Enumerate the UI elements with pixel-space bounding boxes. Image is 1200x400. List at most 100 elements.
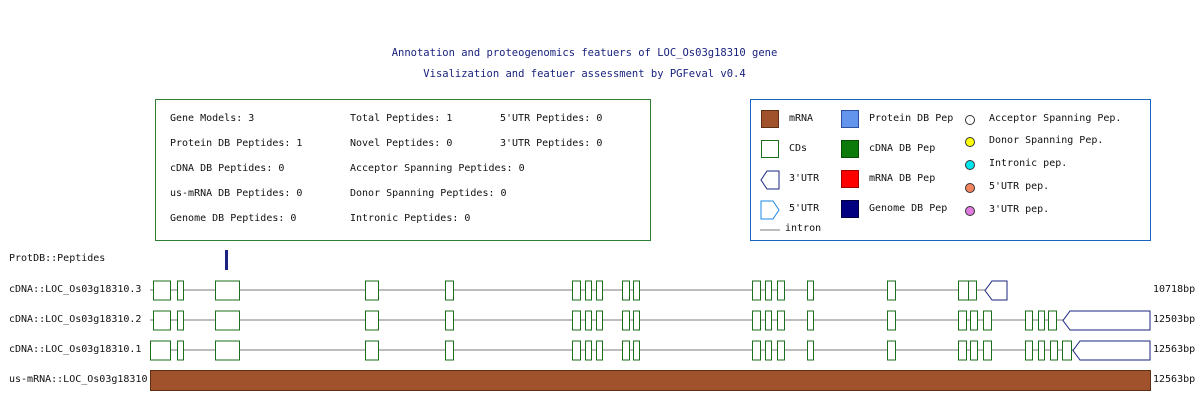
cds-exon-t3-1: [153, 280, 171, 301]
cds-exon-t1-22: [1062, 340, 1072, 361]
legend-utr3-label: 3'UTR: [789, 173, 820, 184]
track-length-transcript-3: 10718bp: [1153, 284, 1196, 295]
legend-intronic-dot: [965, 160, 975, 170]
legend-intronic-label: Intronic pep.: [989, 158, 1068, 169]
utr3-t3: [984, 280, 1008, 301]
stat-gene-models: Gene Models: 3: [170, 113, 255, 124]
stat-total-peptides: Total Peptides: 1: [350, 113, 453, 124]
cds-exon-t1-17: [970, 340, 978, 361]
cds-exon-t3-10: [633, 280, 640, 301]
cds-exon-t1-2: [177, 340, 184, 361]
legend-protein-db-label: Protein DB Pep: [869, 113, 954, 124]
cds-exon-t2-12: [765, 310, 772, 331]
stat-acceptor-spanning-peptides: Acceptor Spanning Peptides: 0: [350, 163, 525, 174]
cds-exon-t1-4: [365, 340, 379, 361]
track-length-transcript-1: 12563bp: [1153, 344, 1196, 355]
track-length-us-mrna: 12563bp: [1153, 374, 1196, 385]
track-label-transcript-2: cDNA::LOC_Os03g18310.2: [9, 314, 142, 325]
stat-protein-db-peptides: Protein DB Peptides: 1: [170, 138, 303, 149]
legend-intron-label: intron: [785, 223, 822, 234]
cds-exon-t1-21: [1050, 340, 1058, 361]
legend-utr3-swatch: [760, 170, 780, 190]
legend-utr3-pep-dot: [965, 206, 975, 216]
cds-exon-t2-18: [983, 310, 992, 331]
cds-exon-t3-2: [177, 280, 184, 301]
cds-exon-t1-5: [445, 340, 454, 361]
cds-exon-t3-13: [777, 280, 785, 301]
cds-exon-t3-15: [887, 280, 896, 301]
cds-exon-t2-21: [1048, 310, 1057, 331]
cds-exon-t2-13: [777, 310, 785, 331]
legend-intron-line: [760, 229, 780, 231]
legend-utr5-label: 5'UTR: [789, 203, 820, 214]
cds-exon-t2-9: [622, 310, 630, 331]
cds-exon-t3-11: [752, 280, 761, 301]
legend-mrna-label: mRNA: [789, 113, 814, 124]
track-label-transcript-3: cDNA::LOC_Os03g18310.3: [9, 284, 142, 295]
cds-exon-t2-8: [596, 310, 603, 331]
cds-exon-t1-18: [983, 340, 992, 361]
cds-exon-t3-4: [365, 280, 379, 301]
cds-exon-t3-5: [445, 280, 454, 301]
legend-panel: mRNA CDs 3'UTR 5'UTR intron Protein DB P…: [750, 99, 1151, 241]
stat-utr5-peptides: 5'UTR Peptides: 0: [500, 113, 603, 124]
legend-acceptor-label: Acceptor Spanning Pep.: [989, 113, 1122, 124]
legend-genome-db-swatch: [841, 200, 859, 218]
legend-donor-label: Donor Spanning Pep.: [989, 135, 1104, 146]
cds-exon-t2-4: [365, 310, 379, 331]
cds-exon-t2-14: [807, 310, 814, 331]
utr3-t1: [1072, 340, 1151, 361]
cds-exon-t1-19: [1025, 340, 1033, 361]
legend-genome-db-label: Genome DB Pep: [869, 203, 948, 214]
stat-us-mrna-db-peptides: us-mRNA DB Peptides: 0: [170, 188, 303, 199]
cds-exon-t3-6: [572, 280, 581, 301]
cds-exon-t2-15: [887, 310, 896, 331]
cds-exon-t3-17: [968, 280, 977, 301]
legend-mrna-db-label: mRNA DB Pep: [869, 173, 936, 184]
cds-exon-t3-8: [596, 280, 603, 301]
track-label-transcript-1: cDNA::LOC_Os03g18310.1: [9, 344, 142, 355]
cds-exon-t2-1: [153, 310, 171, 331]
cds-exon-t1-1: [150, 340, 171, 361]
track-label-us-mrna: us-mRNA::LOC_Os03g18310: [9, 374, 148, 385]
cds-exon-t2-17: [970, 310, 978, 331]
legend-mrna-swatch: [761, 110, 779, 128]
cds-exon-t3-3: [215, 280, 240, 301]
cds-exon-t2-10: [633, 310, 640, 331]
cds-exon-t1-10: [633, 340, 640, 361]
legend-utr5-pep-label: 5'UTR pep.: [989, 181, 1050, 192]
cds-exon-t2-3: [215, 310, 240, 331]
legend-cdna-db-swatch: [841, 140, 859, 158]
cds-exon-t2-6: [572, 310, 581, 331]
cds-exon-t1-9: [622, 340, 630, 361]
page-title: Annotation and proteogenomics featuers o…: [391, 47, 778, 59]
stat-utr3-peptides: 3'UTR Peptides: 0: [500, 138, 603, 149]
page-subtitle: Visalization and featuer assessment by P…: [423, 68, 746, 80]
cds-exon-t2-20: [1038, 310, 1045, 331]
track-label-peptides: ProtDB::Peptides: [9, 253, 106, 264]
legend-mrna-db-swatch: [841, 170, 859, 188]
legend-cds-swatch: [761, 140, 779, 158]
cds-exon-t1-3: [215, 340, 240, 361]
cds-exon-t1-13: [777, 340, 785, 361]
cds-exon-t1-7: [585, 340, 592, 361]
cds-exon-t2-7: [585, 310, 592, 331]
cds-exon-t2-11: [752, 310, 761, 331]
cds-exon-t1-14: [807, 340, 814, 361]
cds-exon-t1-11: [752, 340, 761, 361]
legend-acceptor-dot: [965, 115, 975, 125]
stat-novel-peptides: Novel Peptides: 0: [350, 138, 453, 149]
legend-utr5-pep-dot: [965, 183, 975, 193]
cds-exon-t1-20: [1038, 340, 1045, 361]
summary-stats-panel: Gene Models: 3 Total Peptides: 1 5'UTR P…: [155, 99, 651, 241]
legend-cdna-db-label: cDNA DB Pep: [869, 143, 936, 154]
stat-genome-db-peptides: Genome DB Peptides: 0: [170, 213, 297, 224]
cds-exon-t2-2: [177, 310, 184, 331]
legend-utr5-swatch: [760, 200, 780, 220]
legend-protein-db-swatch: [841, 110, 859, 128]
track-length-transcript-2: 12503bp: [1153, 314, 1196, 325]
us-mrna-bar: [150, 370, 1151, 391]
stat-cdna-db-peptides: cDNA DB Peptides: 0: [170, 163, 285, 174]
cds-exon-t3-12: [765, 280, 772, 301]
